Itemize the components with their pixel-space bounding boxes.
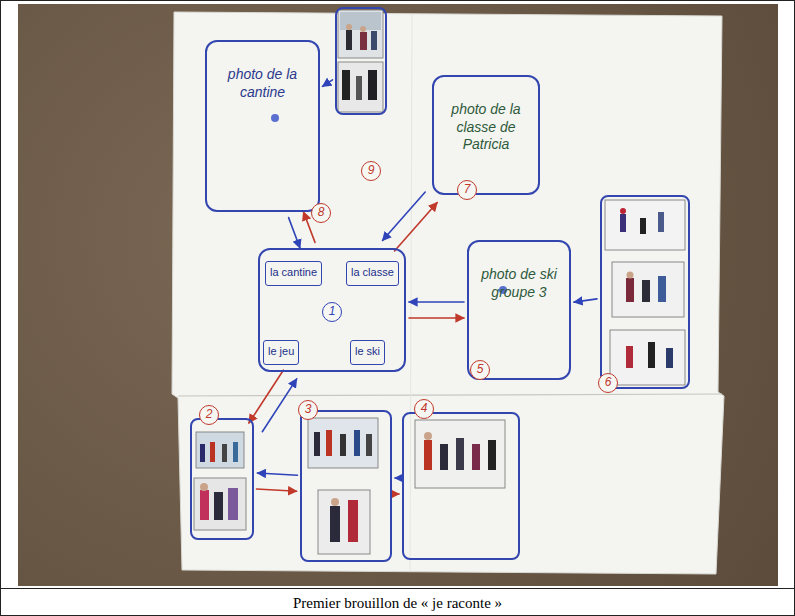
section-label: la cantine bbox=[265, 261, 322, 286]
callout-number: 4 bbox=[414, 399, 434, 419]
photo bbox=[612, 262, 684, 317]
paper-sheet bbox=[172, 12, 724, 574]
arrow-connector bbox=[249, 370, 283, 423]
box-text: photo de ski groupe 3 bbox=[469, 242, 569, 311]
callout-number: 5 bbox=[470, 360, 490, 380]
arrow-connector bbox=[409, 317, 464, 319]
photo bbox=[610, 330, 685, 385]
photo bbox=[194, 478, 246, 530]
photo-group: 9 bbox=[335, 7, 387, 115]
callout-number: 3 bbox=[298, 400, 318, 420]
callout-number: 7 bbox=[457, 180, 477, 200]
photo-box: photo de ski groupe 3 5 bbox=[467, 240, 571, 380]
caption-rule bbox=[0, 588, 795, 589]
arrow-connector bbox=[323, 80, 333, 87]
arrow-connector bbox=[257, 473, 297, 475]
photo bbox=[415, 420, 505, 488]
photo-box: photo de la classe de Patricia7 bbox=[432, 75, 540, 195]
section-label-text: le jeu bbox=[268, 343, 294, 359]
callout-number: 2 bbox=[199, 405, 219, 425]
arrow-connector bbox=[395, 477, 399, 479]
photo bbox=[308, 418, 378, 468]
figure-caption: Premier brouillon de « je raconte » bbox=[0, 592, 795, 614]
section-label-text: la classe bbox=[351, 264, 394, 280]
arrow-connector bbox=[409, 301, 464, 303]
arrow-connector bbox=[395, 493, 399, 495]
photo bbox=[196, 432, 244, 468]
arrow-connector bbox=[262, 379, 296, 432]
central-box: 1 la cantine la classe le jeu le ski bbox=[258, 248, 406, 372]
box-text: photo de la cantine bbox=[207, 42, 318, 111]
callout-number: 1 bbox=[322, 302, 342, 322]
section-label-text: le ski bbox=[355, 343, 380, 359]
photo bbox=[318, 490, 370, 554]
arrow-connector bbox=[574, 299, 597, 302]
arrow-connector bbox=[395, 203, 438, 252]
callout-number: 6 bbox=[598, 373, 618, 393]
callout-number: 9 bbox=[361, 161, 381, 181]
section-label: la classe bbox=[346, 261, 399, 286]
photo-group: 2 bbox=[190, 418, 254, 540]
box-text: photo de la classe de Patricia bbox=[434, 77, 538, 164]
section-label: le ski bbox=[350, 340, 385, 365]
callout-number: 8 bbox=[311, 203, 331, 223]
photo-group: 6 bbox=[600, 195, 690, 389]
photo bbox=[338, 10, 383, 58]
section-label: le jeu bbox=[263, 340, 299, 365]
arrow-connector bbox=[257, 489, 297, 491]
arrow-connector bbox=[383, 192, 426, 241]
arrow-connector bbox=[289, 218, 300, 248]
photo-box: photo de la cantine8 bbox=[205, 40, 320, 212]
section-label-text: la cantine bbox=[270, 264, 317, 280]
photo bbox=[605, 200, 685, 250]
photo-group: 3 bbox=[300, 410, 392, 562]
photo-group: 4 bbox=[402, 412, 520, 560]
photo bbox=[338, 62, 383, 112]
